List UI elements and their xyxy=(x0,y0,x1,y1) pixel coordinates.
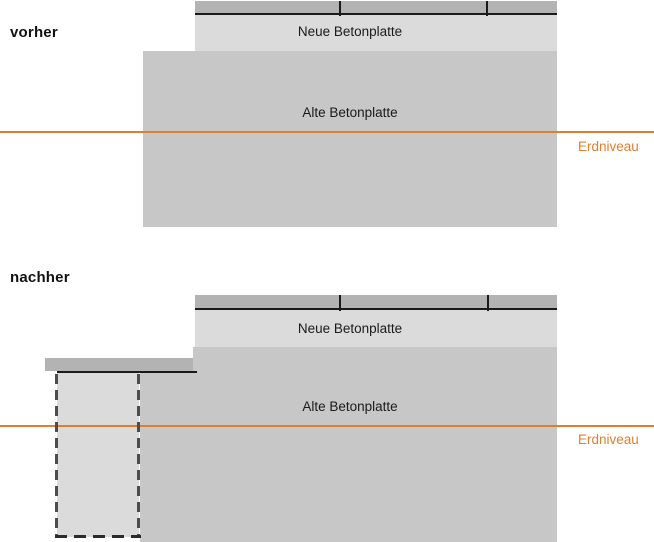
surface-bar-nachher xyxy=(195,295,557,308)
foundation-dashed-right-border xyxy=(137,374,140,537)
erdniveau-line-vorher xyxy=(0,131,654,133)
erdniveau-line-nachher xyxy=(0,425,654,427)
neue-betonplatte-label-nachher: Neue Betonplatte xyxy=(297,321,403,336)
neue-betonplatte-label-vorher: Neue Betonplatte xyxy=(297,24,403,39)
foundation-box-fill-nachher xyxy=(57,373,139,537)
joint-tick-vorher-2 xyxy=(486,1,488,16)
joint-tick-vorher-1 xyxy=(339,1,341,16)
alte-betonplatte-vorher xyxy=(143,51,557,227)
foundation-dashed-left-border xyxy=(55,374,58,537)
joint-tick-nachher-1 xyxy=(339,295,341,311)
surface-outline-nachher xyxy=(195,308,557,310)
joint-tick-nachher-2 xyxy=(487,295,489,311)
alte-betonplatte-nachher xyxy=(193,347,557,542)
section-label-nachher: nachher xyxy=(10,269,70,286)
alte-betonplatte-label-nachher: Alte Betonplatte xyxy=(302,399,398,414)
erdniveau-label-nachher: Erdniveau xyxy=(578,432,639,447)
foundation-dashed-bottom-border xyxy=(55,535,141,538)
surface-bar-vorher xyxy=(195,1,557,13)
erdniveau-label-vorher: Erdniveau xyxy=(578,139,639,154)
extension-cap-outline-nachher xyxy=(57,371,197,373)
neue-betonplatte-nachher xyxy=(195,310,557,347)
alte-betonplatte-label-vorher: Alte Betonplatte xyxy=(302,105,398,120)
alte-betonplatte-left-column-nachher xyxy=(140,373,193,542)
surface-outline-vorher xyxy=(195,13,557,15)
extension-cap-bar-nachher xyxy=(45,358,193,371)
section-label-vorher: vorher xyxy=(10,24,58,41)
neue-betonplatte-vorher xyxy=(195,15,557,51)
